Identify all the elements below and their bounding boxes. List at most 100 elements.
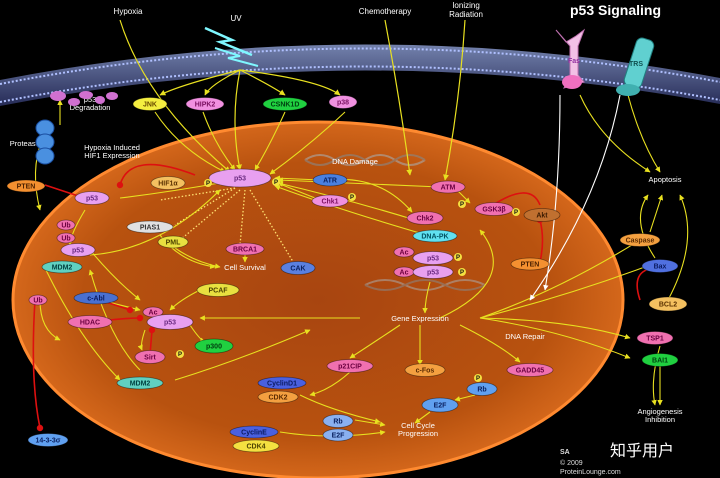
node-ac2: Ac	[393, 266, 415, 278]
svg-text:PCAF: PCAF	[208, 288, 228, 295]
svg-text:Rb: Rb	[477, 387, 486, 394]
gene-expression-label: Gene Expression	[391, 314, 449, 323]
node-ub1: Ub	[56, 219, 76, 231]
svg-text:PML: PML	[166, 240, 182, 247]
node-hif1a: HIF1α	[150, 176, 186, 190]
node-ac-mid: Ac	[142, 306, 164, 318]
node-pml: PML	[157, 235, 189, 249]
node-brca1: BRCA1	[225, 242, 265, 256]
node-cdk2: CDK2	[257, 390, 299, 404]
node-ac1: Ac	[393, 246, 415, 258]
stimulus-uv: UV	[230, 14, 242, 23]
p53-fragments-icon	[50, 91, 118, 106]
white-arrows	[529, 94, 621, 301]
node-p53-ub: p53	[60, 243, 96, 257]
node-p53-r2: p53	[412, 265, 454, 279]
svg-text:Chk2: Chk2	[416, 216, 433, 223]
svg-text:P: P	[350, 195, 354, 201]
svg-text:E2F: E2F	[434, 403, 448, 410]
svg-text:p53: p53	[427, 270, 439, 277]
svg-text:E2F: E2F	[332, 433, 346, 440]
node-mdm2-left: MDM2	[41, 260, 83, 274]
node-sirt: Sirt	[134, 350, 166, 364]
apoptosis-arrows	[579, 94, 689, 406]
node-gadd45: GADD45	[506, 363, 554, 377]
cell-cycle-arrows	[279, 371, 476, 437]
svg-text:P: P	[274, 180, 278, 186]
p53-interaction-dots	[159, 187, 296, 266]
node-pcaf: PCAF	[196, 283, 240, 297]
node-atm: ATM	[430, 180, 466, 194]
node-caspase: Caspase	[619, 233, 661, 247]
node-e2f2: E2F	[322, 428, 354, 442]
svg-text:Cell Cycle: Cell Cycle	[401, 421, 435, 430]
svg-text:HIF1 Expression: HIF1 Expression	[84, 151, 139, 160]
svg-text:Inhibition: Inhibition	[645, 415, 675, 424]
node-rb1: Rb	[466, 382, 498, 396]
node-cycline: CyclinE	[229, 425, 279, 439]
cell-cycle-label: Cell Cycle Progression	[398, 421, 438, 438]
node-csnk1d: CSNK1D	[262, 97, 308, 111]
svg-text:ATR: ATR	[323, 178, 337, 185]
stimulus-ionizing: Ionizing	[452, 1, 480, 10]
node-ub3: Ub	[28, 294, 48, 306]
svg-text:HIF1α: HIF1α	[158, 181, 178, 188]
node-bcl2: BCL2	[648, 296, 688, 312]
node-pias1: PIAS1	[126, 220, 174, 234]
svg-text:Chk1: Chk1	[321, 199, 338, 206]
fas-receptor: Fas	[555, 28, 586, 89]
node-e2f1: E2F	[421, 397, 459, 413]
svg-text:p53: p53	[84, 95, 97, 104]
phospho-badge: P	[176, 350, 184, 358]
svg-text:GSK3β: GSK3β	[482, 207, 506, 214]
node-p53-ac: p53	[146, 314, 194, 330]
svg-text:Rb: Rb	[333, 419, 342, 426]
node-ub2: Ub	[56, 232, 76, 244]
node-p21: p21CIP	[326, 359, 374, 373]
svg-text:PTEN: PTEN	[17, 184, 36, 191]
node-chk1: Chk1	[311, 194, 349, 208]
svg-text:P: P	[476, 376, 480, 382]
proteasome-icon	[35, 119, 55, 165]
svg-text:p53: p53	[427, 256, 439, 263]
node-hipk2: HIPK2	[185, 97, 225, 111]
stimulus-arrows	[119, 19, 466, 181]
svg-text:Progression: Progression	[398, 429, 438, 438]
svg-text:GADD45: GADD45	[516, 368, 545, 375]
svg-text:P: P	[178, 352, 182, 358]
phospho-badge: P	[348, 193, 356, 201]
svg-text:P: P	[206, 181, 210, 187]
svg-text:PTEN: PTEN	[521, 262, 540, 269]
stimulus-chemotherapy: Chemotherapy	[359, 7, 411, 16]
hypoxia-hif-label: Hypoxia Induced HIF1 Expression	[84, 143, 140, 160]
svg-text:Ac: Ac	[400, 250, 409, 257]
node-p53-center: p53	[208, 168, 272, 188]
svg-text:Sirt: Sirt	[144, 355, 156, 362]
svg-text:Caspase: Caspase	[626, 238, 655, 245]
svg-text:p53: p53	[234, 176, 246, 183]
cell-survival-label: Cell Survival	[224, 263, 266, 272]
svg-text:HIPK2: HIPK2	[195, 102, 216, 109]
svg-text:CSNK1D: CSNK1D	[271, 102, 300, 109]
node-mdm2-bottom: MDM2	[116, 376, 164, 390]
svg-text:JNK: JNK	[143, 102, 157, 109]
cell-membrane	[0, 44, 720, 106]
trs-receptor: TRS	[616, 37, 655, 96]
apoptosis-label: Apoptosis	[649, 175, 682, 184]
node-pten-left: PTEN	[6, 179, 46, 193]
stimulus-radiation: Radiation	[449, 10, 483, 19]
svg-text:Ub: Ub	[61, 223, 70, 230]
diagram-title: p53 Signaling	[570, 2, 661, 18]
svg-text:P: P	[460, 270, 464, 276]
svg-text:DNA-PK: DNA-PK	[421, 234, 448, 241]
node-cyclind1: CyclinD1	[257, 376, 307, 390]
svg-text:c-Fos: c-Fos	[416, 368, 435, 375]
svg-text:14-3-3σ: 14-3-3σ	[35, 438, 60, 445]
node-hdac: HDAC	[67, 315, 113, 329]
node-dnapk: DNA-PK	[412, 229, 458, 243]
phospho-badge: P	[272, 178, 280, 186]
svg-text:Ub: Ub	[33, 298, 42, 305]
node-gsk3b: GSK3β	[474, 202, 514, 216]
svg-text:P: P	[514, 210, 518, 216]
